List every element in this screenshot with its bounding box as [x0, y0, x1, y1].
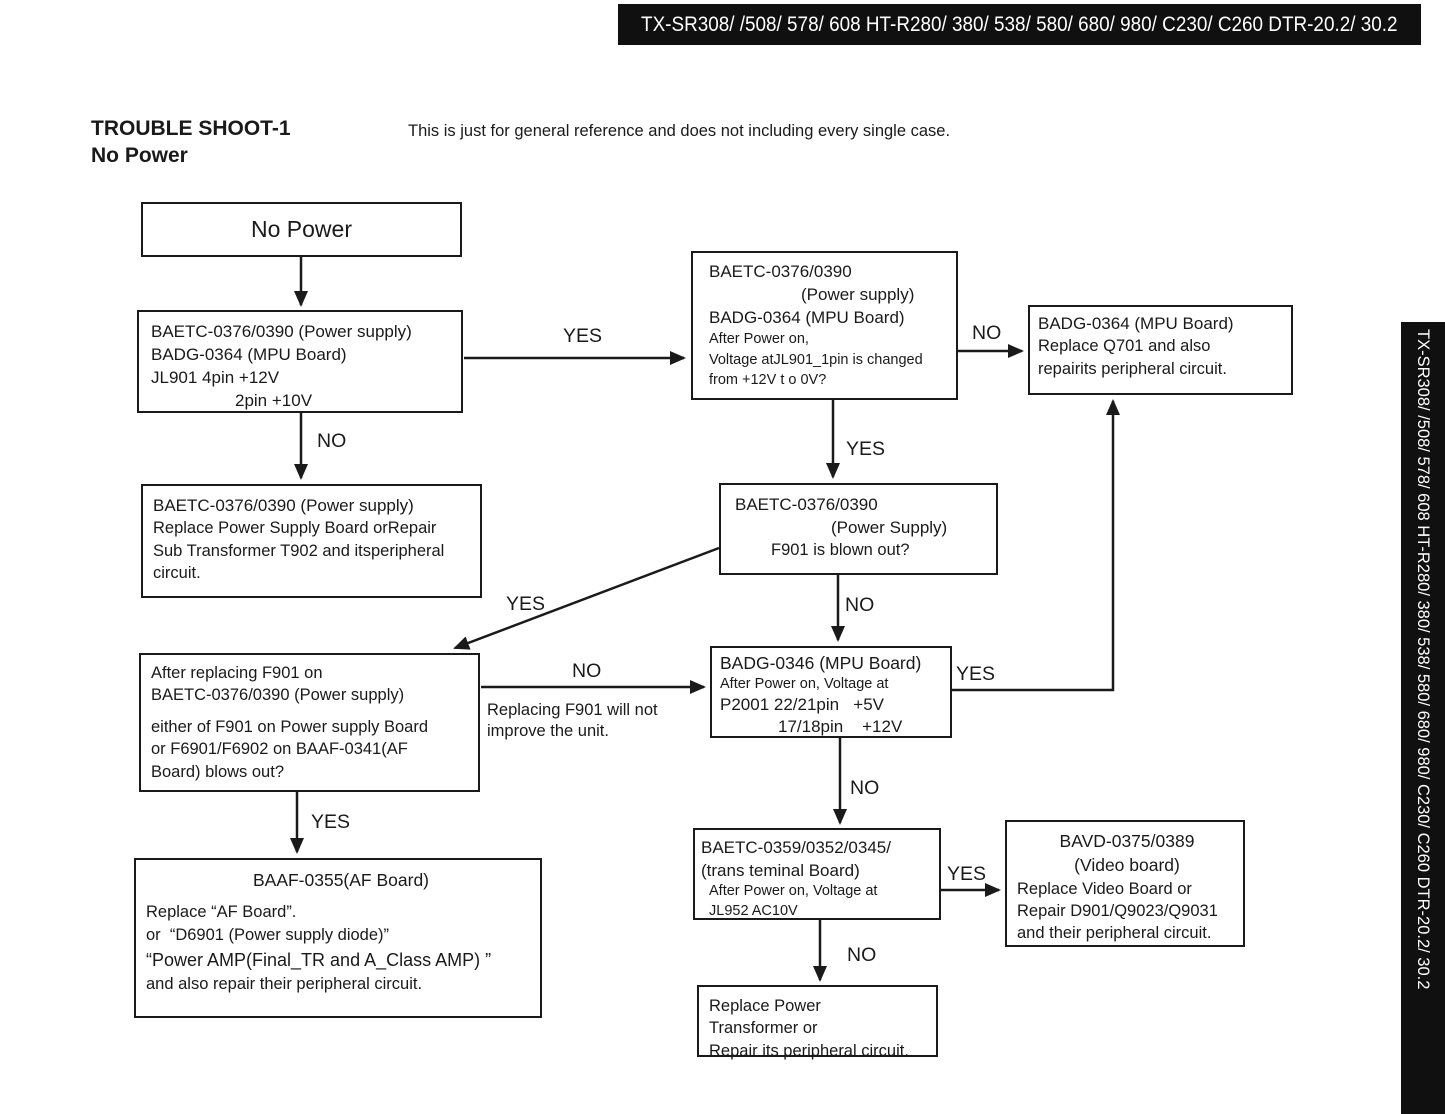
node-text: and also repair their peripheral circuit… [146, 975, 423, 994]
node-text: BAETC-0359/0352/0345/ [701, 838, 891, 857]
node-text: Voltage atJL901_1pin is changed [709, 351, 923, 368]
node-text: Replace Power [709, 997, 821, 1015]
node-text: BADG-0364 (MPU Board) [709, 308, 905, 328]
node-text: After replacing F901 on [151, 664, 323, 682]
edge-label-no: NO [972, 322, 1002, 344]
edge-note: Replacing F901 will not improve the unit… [487, 700, 658, 742]
flow-node-replace-q701: BADG-0364 (MPU Board) Replace Q701 and a… [1028, 305, 1293, 395]
node-text: After Power on, Voltage at [709, 883, 878, 900]
flow-node-check-jl901-pin-change: BAETC-0376/0390 (Power supply) BADG-0364… [691, 251, 958, 400]
node-text: 17/18pin +12V [778, 716, 903, 736]
node-text: BADG-0346 (MPU Board) [720, 653, 922, 673]
node-text: No Power [251, 215, 352, 242]
node-text: Repair its peripheral circuit. [709, 1041, 909, 1060]
edge-label-yes: YES [311, 811, 351, 833]
edge-label-no: NO [572, 660, 602, 682]
edge-label-yes: YES [563, 325, 603, 347]
node-text: BAETC-0376/0390 (Power supply) [151, 686, 405, 705]
node-text: BADG-0364 (MPU Board) [151, 345, 347, 365]
node-text: Replace Power Supply Board orRepair [153, 519, 437, 538]
flow-node-f901-blown: BAETC-0376/0390 (Power Supply) F901 is b… [719, 483, 998, 575]
node-text: Sub Transformer T902 and itsperipheral [153, 541, 445, 560]
node-text: and their peripheral circuit. [1017, 924, 1212, 943]
node-text: (Power Supply) [831, 518, 948, 538]
node-text: Replace Video Board or [1017, 879, 1192, 898]
node-text: BAVD-0375/0389 [1059, 831, 1195, 851]
node-text: JL952 AC10V [709, 902, 798, 919]
page-title-line2: No Power [91, 143, 188, 167]
node-text: Transformer or [709, 1019, 818, 1038]
edge-note-line2: improve the unit. [487, 721, 609, 740]
page-title-line1: TROUBLE SHOOT-1 [91, 117, 291, 140]
edge-label-no: NO [847, 944, 877, 966]
flow-node-replace-power-supply: BAETC-0376/0390 (Power supply) Replace P… [141, 484, 482, 598]
node-text: “Power AMP(Final_TR and A_Class AMP) ” [146, 949, 492, 970]
node-text: circuit. [153, 563, 201, 582]
node-text: Replace Q701 and also [1038, 337, 1211, 356]
node-text: Repair D901/Q9023/Q9031 [1017, 902, 1218, 921]
edge-label-yes: YES [947, 863, 987, 885]
node-text: (Power supply) [801, 285, 915, 305]
node-text: 2pin +10V [235, 391, 313, 411]
page-note: This is just for general reference and d… [408, 122, 951, 140]
flow-node-check-jl901-voltage: BAETC-0376/0390 (Power supply) BADG-0364… [137, 310, 463, 413]
node-text: Board) blows out? [151, 762, 284, 781]
edge-label-yes: YES [506, 593, 546, 615]
node-text: P2001 22/21pin +5V [720, 694, 884, 714]
node-text: BAETC-0376/0390 (Power supply) [153, 496, 414, 515]
node-text: Replace “AF Board”. [146, 902, 297, 921]
model-list-header-bar: TX-SR308/ /508/ 578/ 608 HT-R280/ 380/ 5… [618, 4, 1421, 45]
node-text: from +12V t o 0V? [709, 371, 827, 388]
model-list-side-bar: TX-SR308/ /508/ 578/ 608 HT-R280/ 380/ 5… [1401, 322, 1445, 1114]
edge-label-yes: YES [956, 663, 996, 685]
node-text: repairits peripheral circuit. [1038, 359, 1227, 378]
flow-node-after-replacing-f901: After replacing F901 on BAETC-0376/0390 … [139, 653, 480, 792]
edge-label-no: NO [845, 594, 875, 616]
flow-node-check-p2001: BADG-0346 (MPU Board) After Power on, Vo… [710, 646, 952, 738]
model-list-side-text: TX-SR308/ /508/ 578/ 608 HT-R280/ 380/ 5… [1414, 329, 1432, 990]
node-text: either of F901 on Power supply Board [151, 717, 428, 736]
node-text: F901 is blown out? [771, 541, 910, 560]
model-list-text: TX-SR308/ /508/ 578/ 608 HT-R280/ 380/ 5… [641, 12, 1398, 36]
flow-node-replace-video-board: BAVD-0375/0389 (Video board) Replace Vid… [1005, 820, 1245, 947]
edge-label-no: NO [850, 777, 880, 799]
node-text: BAAF-0355(AF Board) [252, 870, 430, 890]
node-text: or F6901/F6902 on BAAF-0341(AF [151, 740, 408, 759]
node-text: JL901 4pin +12V [151, 368, 280, 388]
flow-node-replace-transformer: Replace Power Transformer or Repair its … [697, 985, 938, 1060]
flow-node-replace-af-board: BAAF-0355(AF Board) Replace “AF Board”. … [134, 858, 542, 1018]
edge-label-yes: YES [846, 438, 886, 460]
flow-node-check-jl952: BAETC-0359/0352/0345/ (trans teminal Boa… [693, 828, 941, 920]
page-title: TROUBLE SHOOT-1 No Power [91, 116, 291, 169]
edge-label-no: NO [317, 430, 347, 452]
node-text: BAETC-0376/0390 (Power supply) [151, 322, 412, 341]
node-text: BAETC-0376/0390 [709, 262, 852, 281]
flow-node-no-power: No Power [141, 202, 462, 257]
node-text: After Power on, Voltage at [720, 675, 889, 692]
edge-note-line1: Replacing F901 will not [487, 701, 658, 719]
node-text: (trans teminal Board) [701, 861, 860, 881]
node-text: or “D6901 (Power supply diode)” [146, 926, 390, 945]
node-text: After Power on, [709, 331, 809, 348]
node-text: (Video board) [1074, 854, 1180, 875]
node-text: BAETC-0376/0390 [735, 495, 878, 514]
node-text: BADG-0364 (MPU Board) [1038, 314, 1234, 333]
